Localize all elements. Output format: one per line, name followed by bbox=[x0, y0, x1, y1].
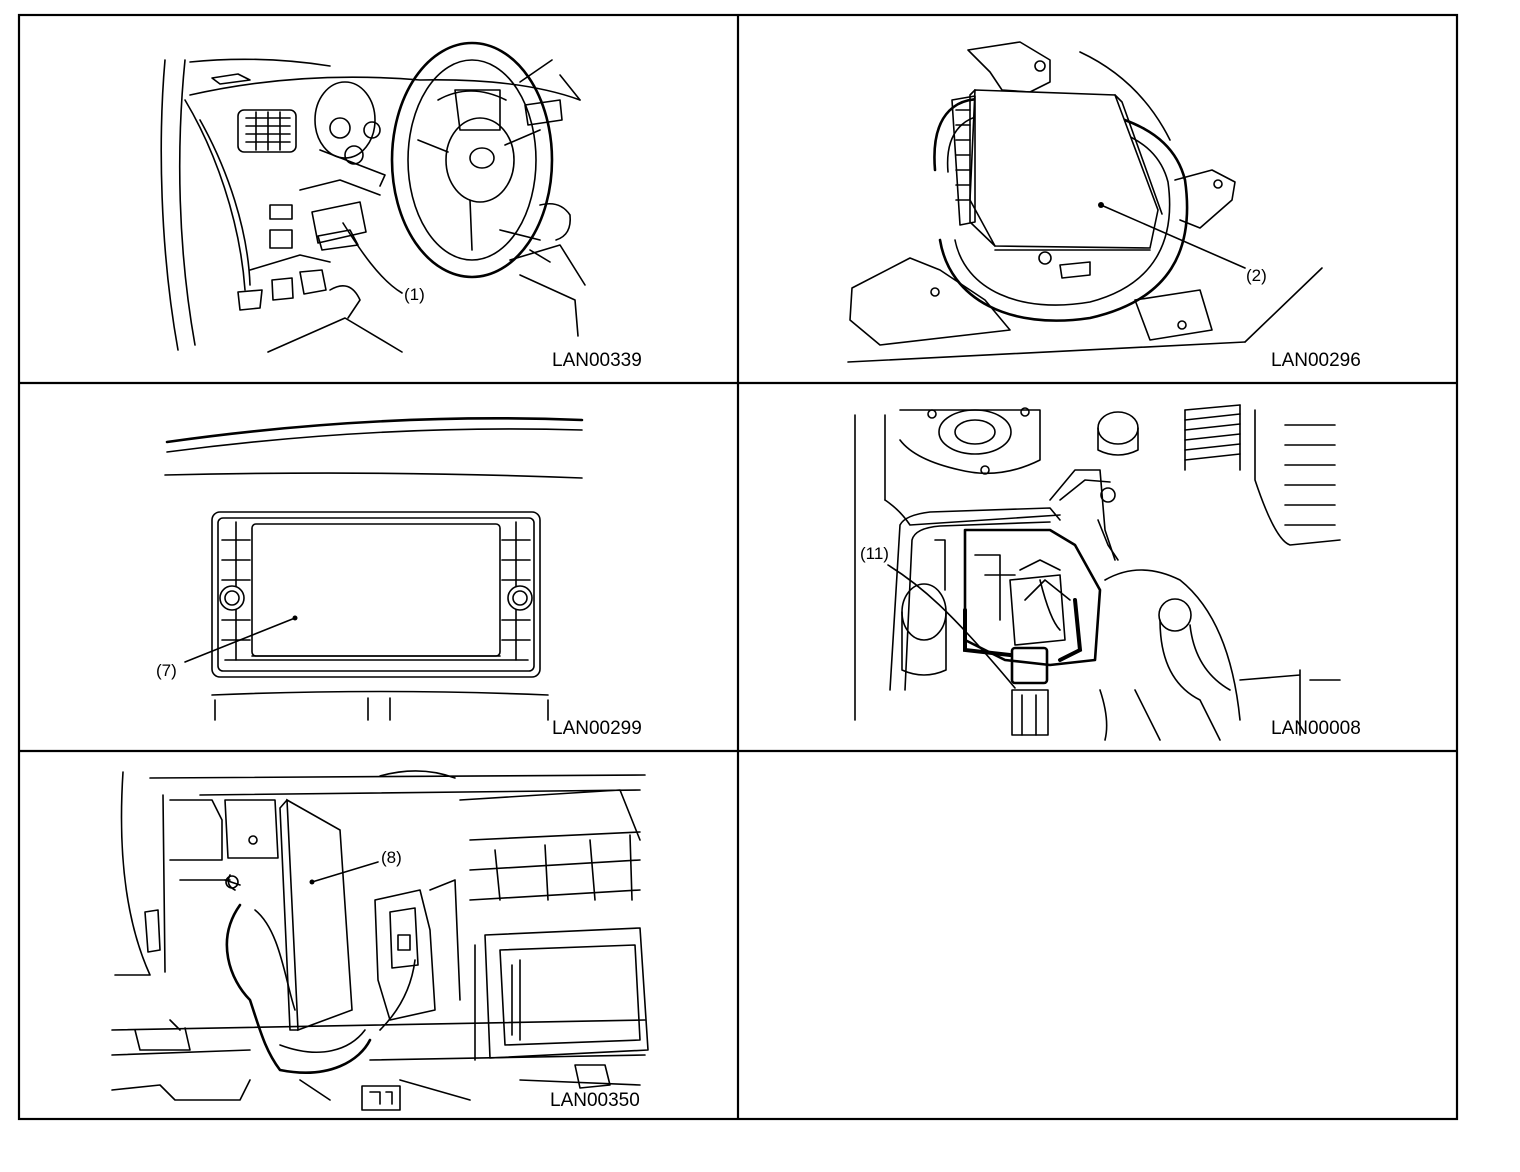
callout-label-1: (1) bbox=[404, 285, 425, 304]
panel-2-control-module-illustration bbox=[847, 41, 1323, 363]
callout-label-7: (7) bbox=[156, 661, 177, 680]
table-grid bbox=[17, 13, 1459, 1121]
callout-label-8: (8) bbox=[381, 848, 402, 867]
panel-1-dashboard-illustration bbox=[160, 41, 586, 353]
figure-id-3: LAN00299 bbox=[552, 718, 642, 739]
panel-5-under-dash-illustration bbox=[111, 770, 649, 1111]
figure-id-2: LAN00296 bbox=[1271, 350, 1361, 371]
figure-id-1: LAN00339 bbox=[552, 350, 642, 371]
callout-label-11: (11) bbox=[860, 544, 889, 563]
panel-4-engine-bay-illustration bbox=[854, 404, 1341, 741]
figure-id-4: LAN00008 bbox=[1271, 718, 1361, 739]
figure-id-5: LAN00350 bbox=[550, 1090, 640, 1111]
callout-label-2: (2) bbox=[1246, 266, 1267, 285]
panel-3-center-display-illustration bbox=[164, 417, 584, 721]
